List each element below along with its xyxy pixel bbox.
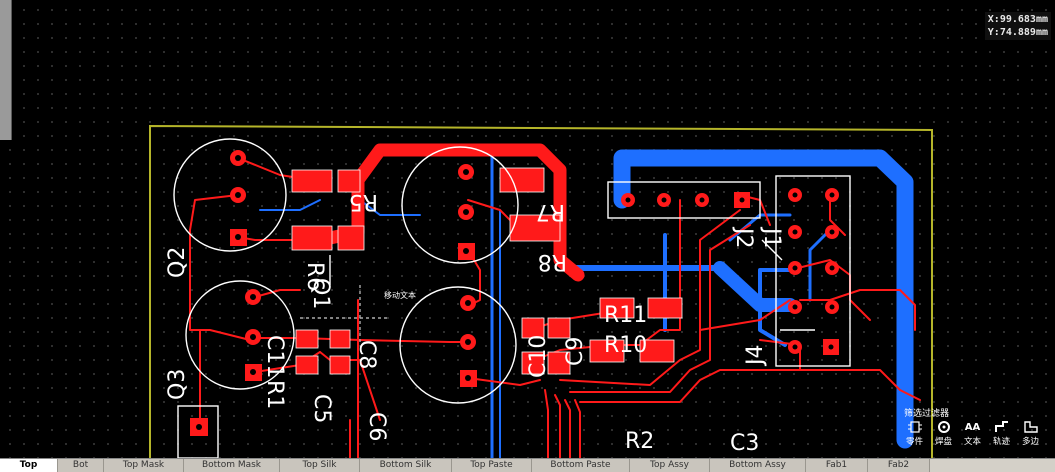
designator-q3: Q3 bbox=[165, 369, 190, 400]
selection-filter-panel: 筛选过滤器 零件 焊盘 AA 文本 轨 bbox=[902, 406, 1052, 456]
tab-bar-filler bbox=[930, 459, 1055, 472]
through-hole-pads bbox=[190, 150, 839, 436]
filter-pad[interactable]: 焊盘 bbox=[931, 420, 956, 447]
pcb-layout[interactable]: Q2 Q3 R5 R7 R8 R6 Q1 C8 C10 C9 R11 R10 J… bbox=[0, 0, 1055, 458]
designator-labels: Q2 Q3 R5 R7 R8 R6 Q1 C8 C10 C9 R11 R10 J… bbox=[165, 189, 784, 456]
board-outline bbox=[149, 124, 933, 458]
pcb-canvas[interactable]: Q2 Q3 R5 R7 R8 R6 Q1 C8 C10 C9 R11 R10 J… bbox=[0, 0, 1055, 458]
designator-c8: C8 bbox=[354, 340, 379, 369]
designator-r6: R6 bbox=[302, 262, 327, 291]
component-icon bbox=[907, 420, 923, 434]
silkscreen-layer bbox=[173, 138, 851, 458]
filter-title: 筛选过滤器 bbox=[904, 409, 950, 419]
pad-icon bbox=[936, 420, 952, 434]
designator-r8: R8 bbox=[538, 249, 567, 274]
text-icon: AA bbox=[964, 421, 981, 433]
polygon-icon bbox=[1023, 420, 1039, 434]
pad-holes bbox=[196, 155, 835, 430]
cursor-tooltip: 移动文本 bbox=[384, 290, 416, 300]
designator-c6: C6 bbox=[364, 412, 389, 441]
filter-label: 文本 bbox=[963, 437, 981, 447]
layer-tab-bar: Top Bot Top Mask Bottom Mask Top Silk Bo… bbox=[0, 458, 1055, 472]
designator-q2: Q2 bbox=[165, 247, 190, 278]
tab-top-silk[interactable]: Top Silk bbox=[280, 459, 360, 472]
tab-bottom-silk[interactable]: Bottom Silk bbox=[360, 459, 452, 472]
filter-label: 多边 bbox=[1021, 437, 1039, 447]
tab-top-assy[interactable]: Top Assy bbox=[630, 459, 710, 472]
designator-c11: C11 bbox=[262, 335, 287, 378]
filter-polygon[interactable]: 多边 bbox=[1018, 420, 1043, 447]
designator-j1: J1 bbox=[759, 226, 784, 249]
designator-r2: R2 bbox=[625, 429, 654, 454]
designator-c5: C5 bbox=[309, 394, 334, 423]
tab-bot[interactable]: Bot bbox=[58, 459, 104, 472]
designator-r10: R10 bbox=[604, 333, 647, 358]
coord-y: Y:74.889mm bbox=[987, 27, 1048, 38]
top-copper-layer bbox=[189, 143, 921, 458]
tab-fab2[interactable]: Fab2 bbox=[868, 459, 930, 472]
designator-j2: J2 bbox=[731, 226, 756, 249]
designator-c9: C9 bbox=[563, 337, 588, 366]
bottom-copper-layer bbox=[259, 148, 914, 458]
designator-r1: R1 bbox=[262, 380, 287, 409]
coordinate-readout: X:99.683mm Y:74.889mm bbox=[984, 12, 1051, 40]
filter-component[interactable]: 零件 bbox=[902, 420, 927, 447]
track-icon bbox=[994, 420, 1010, 434]
tab-bottom-assy[interactable]: Bottom Assy bbox=[710, 459, 806, 472]
tab-bottom-mask[interactable]: Bottom Mask bbox=[184, 459, 280, 472]
designator-c3: C3 bbox=[730, 431, 759, 456]
designator-q1: Q1 bbox=[308, 278, 333, 309]
designator-c10: C10 bbox=[526, 335, 551, 378]
tab-top-mask[interactable]: Top Mask bbox=[104, 459, 184, 472]
tab-top-paste[interactable]: Top Paste bbox=[452, 459, 532, 472]
filter-track[interactable]: 轨迹 bbox=[989, 420, 1014, 447]
filter-text[interactable]: AA 文本 bbox=[960, 420, 985, 448]
designator-r7: R7 bbox=[536, 199, 565, 224]
designator-r11: R11 bbox=[604, 303, 647, 328]
tab-bottom-paste[interactable]: Bottom Paste bbox=[532, 459, 630, 472]
designator-r5: R5 bbox=[349, 189, 378, 214]
designator-j4: J4 bbox=[743, 345, 768, 368]
tab-fab1[interactable]: Fab1 bbox=[806, 459, 868, 472]
filter-label: 焊盘 bbox=[934, 437, 952, 447]
filter-label: 轨迹 bbox=[992, 437, 1010, 447]
coord-x: X:99.683mm bbox=[987, 14, 1048, 25]
left-scrollbar[interactable] bbox=[0, 0, 12, 140]
filter-label: 零件 bbox=[905, 437, 923, 447]
tab-top[interactable]: Top bbox=[0, 459, 58, 472]
